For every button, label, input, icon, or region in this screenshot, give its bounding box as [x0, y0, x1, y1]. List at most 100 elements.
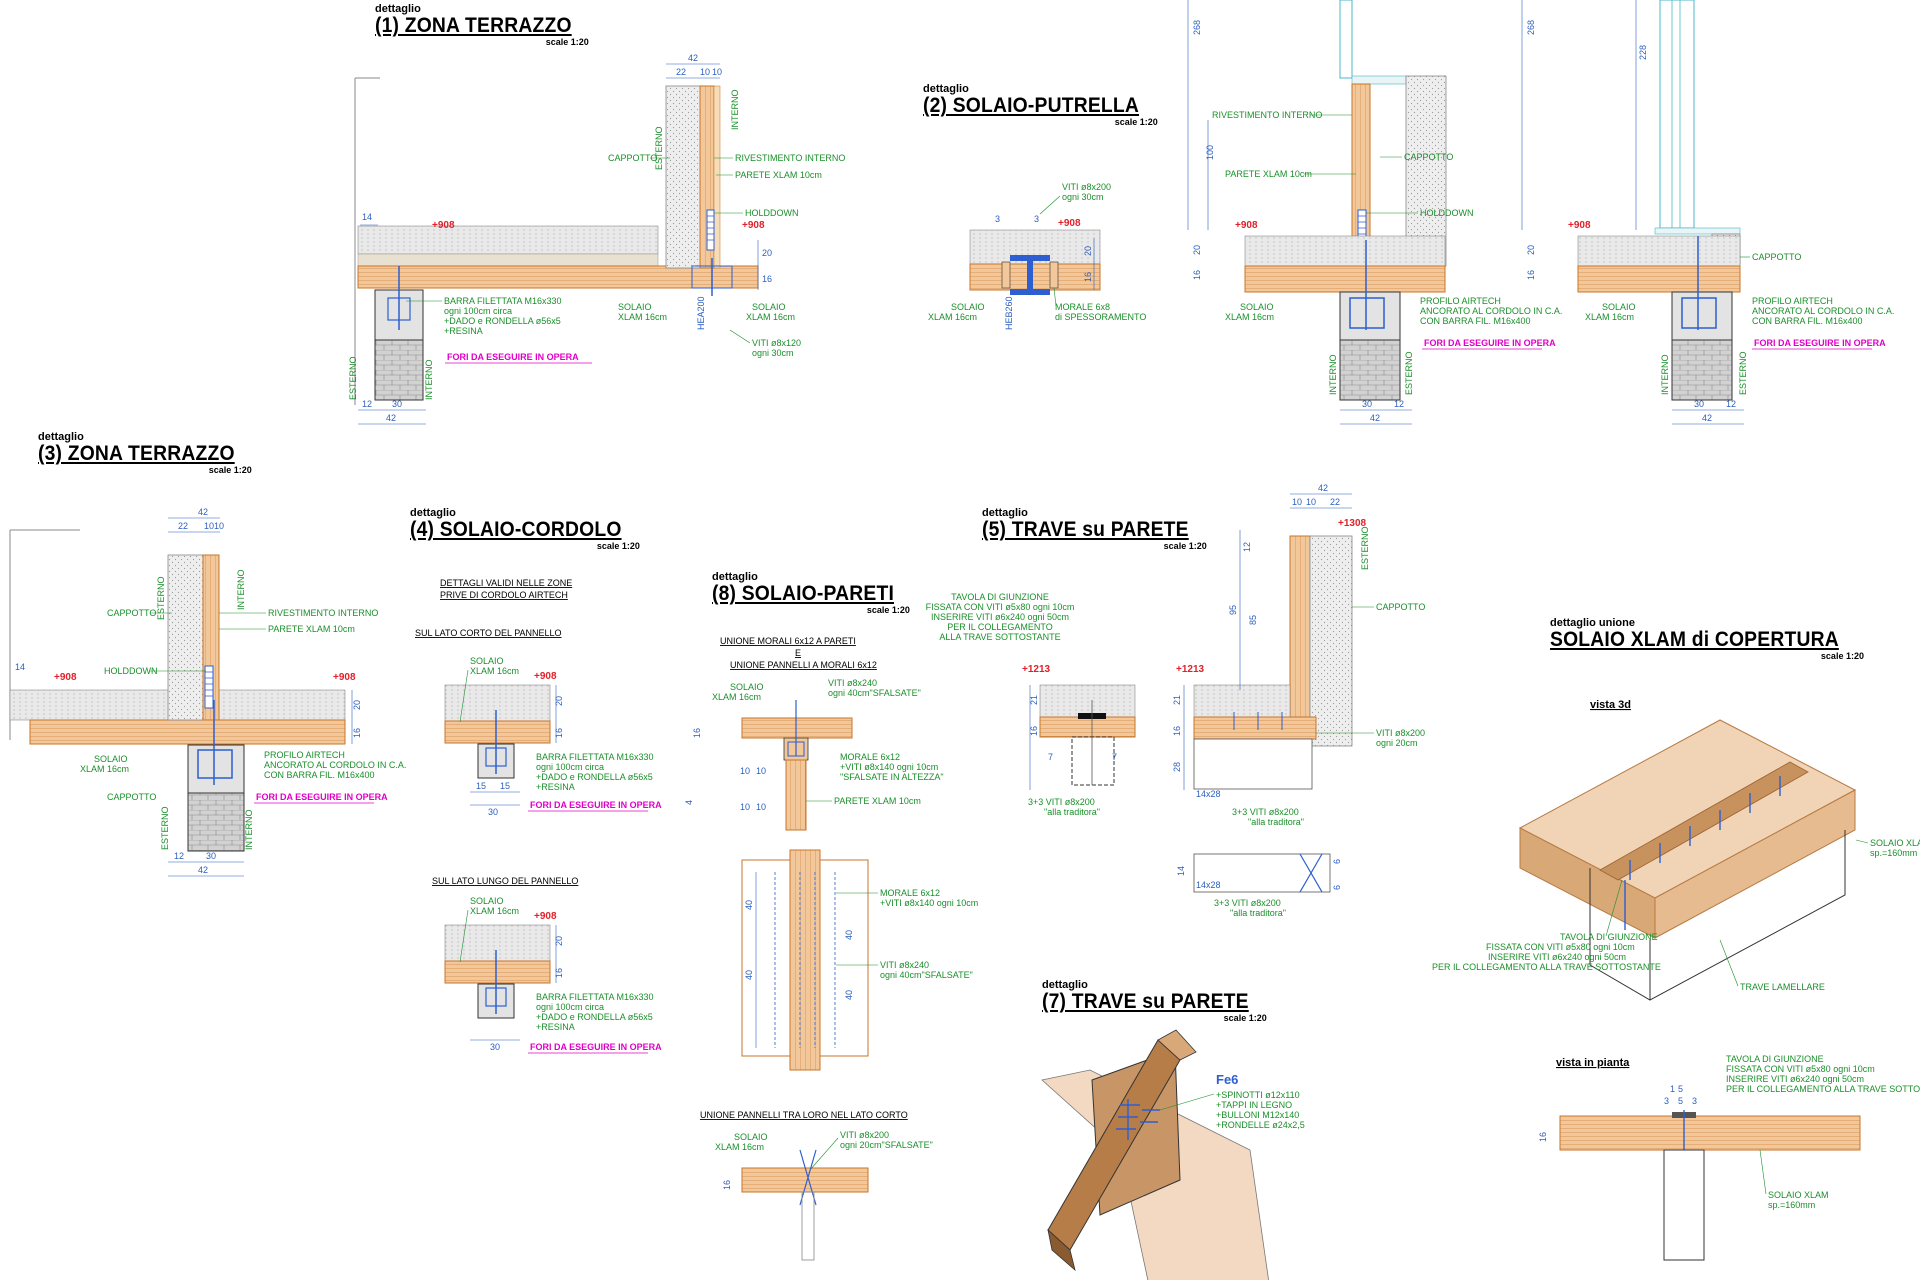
d5-tav5: ALLA TRAVE SOTTOSTANTE	[939, 632, 1060, 642]
d8-viti200s: VITI ø8x200	[840, 1130, 889, 1140]
title-detail-3: dettaglio (3) ZONA TERRAZZO scale 1:20	[38, 432, 252, 475]
du-p-tav1: TAVOLA DI GIUNZIONE	[1726, 1054, 1824, 1064]
title-detail-5: dettaglio (5) TRAVE su PARETE scale 1:20	[982, 508, 1207, 551]
d8-unioneE: E	[795, 648, 801, 658]
d1-dim-22: 22	[676, 67, 686, 77]
d8-dim-444: 4	[684, 800, 694, 805]
title-detail-8: dettaglio (8) SOLAIO-PARETI scale 1:20	[712, 572, 910, 615]
d4-dim-30a: 30	[488, 807, 498, 817]
du-dim-16: 16	[1538, 1132, 1548, 1142]
d8-xlam-c: XLAM 16cm	[715, 1142, 764, 1152]
d3-cappotto-b: CAPPOTTO	[107, 792, 156, 802]
d3-dim-30: 30	[206, 851, 216, 861]
d2-dim-3a: 3	[995, 214, 1000, 224]
d5-tradi1b: 3+3 VITI ø8x200	[1232, 807, 1299, 817]
d8-viti140: +VITI ø8x140 ogni 10cm	[840, 762, 938, 772]
d3-dim-22: 22	[178, 521, 188, 531]
d3-holddown: HOLDDOWN	[104, 666, 158, 676]
d1-barra2: ogni 100cm circa	[444, 306, 512, 316]
d3-dim-42b: 42	[198, 865, 208, 875]
d3-level-908b: +908	[333, 672, 356, 683]
d5-level-1213b: +1213	[1176, 664, 1205, 675]
du-trave: TRAVE LAMELLARE	[1740, 982, 1825, 992]
d4-level-908b: +908	[534, 911, 557, 922]
detail-8-scale: scale 1:20	[866, 605, 910, 615]
detail-8-drawing: UNIONE MORALI 6x12 A PARETI E UNIONE PAN…	[684, 636, 978, 1261]
d2-xlam: XLAM 16cm	[928, 312, 977, 322]
d8-viti200sb: ogni 20cm"SFALSATE"	[840, 1140, 933, 1150]
d8-parete: PARETE XLAM 10cm	[834, 796, 921, 806]
d5-dim-16b: 16	[1172, 726, 1182, 736]
d4-validi2: PRIVE DI CORDOLO AIRTECH	[440, 590, 568, 600]
du-tav2: FISSATA CON VITI ø5x80 ogni 10cm	[1486, 942, 1635, 952]
detail-unione-drawing: vista 3d TAVOLA DI GIUNZIONE FISSATA CON…	[1432, 699, 1920, 1261]
detail-5-drawing: TAVOLA DI GIUNZIONE FISSATA CON VITI ø5x…	[926, 483, 1426, 918]
d4-corto: SUL LATO CORTO DEL PANNELLO	[415, 628, 562, 638]
d2-level-908: +908	[1058, 218, 1081, 229]
detail-unione-pre: dettaglio unione	[1550, 617, 1635, 629]
detail-2-pre: dettaglio	[923, 83, 969, 95]
d5-viti20b: ogni 20cm	[1376, 738, 1418, 748]
d1-dim-10b: 10	[712, 67, 722, 77]
d4-dim-15a: 15	[476, 781, 486, 791]
d1-interno: INTERNO	[730, 90, 740, 131]
d8-unione1: UNIONE MORALI 6x12 A PARETI	[720, 636, 856, 646]
d1-barra3: +DADO e RONDELLA ø56x5	[444, 316, 561, 326]
d8-sfalsate: "SFALSATE IN ALTEZZA"	[840, 772, 944, 782]
d4-barra2b: ogni 100cm circa	[536, 1002, 604, 1012]
d8-dim-10a: 10	[740, 766, 750, 776]
d3-dim-10b: 10	[214, 521, 224, 531]
sb-xlam: XLAM 16cm	[1585, 312, 1634, 322]
sa-esterno: ESTERNO	[1404, 351, 1414, 395]
d5-dim-16: 16	[1029, 726, 1039, 736]
title-detail-2: dettaglio (2) SOLAIO-PUTRELLA scale 1:20	[923, 84, 1158, 127]
d5-tradi1a: 3+3 VITI ø8x200	[1028, 797, 1095, 807]
d2-solaio: SOLAIO	[951, 302, 985, 312]
detail-1-drawing: 42 22 10 10 14 20 16 12 30 42 +908 +908 …	[348, 53, 845, 425]
sa-dim-100: 100	[1205, 145, 1215, 160]
du-tav1: TAVOLA DI GIUNZIONE	[1560, 932, 1658, 942]
d1-xlam-a: XLAM 16cm	[618, 312, 667, 322]
d5-dim-21: 21	[1029, 695, 1039, 705]
detail-4-drawing: DETTAGLI VALIDI NELLE ZONE PRIVE DI CORD…	[415, 578, 662, 1054]
detail-7-drawing: Fe6 +SPINOTTI ø12x110 +TAPPI IN LEGNO +B…	[1041, 1029, 1305, 1280]
d3-solaio: SOLAIO	[94, 754, 128, 764]
d3-dim-12: 12	[174, 851, 184, 861]
title-detail-unione: dettaglio unione SOLAIO XLAM di COPERTUR…	[1550, 618, 1864, 661]
d5-dim-28: 28	[1172, 762, 1182, 772]
detail-7-title: (7) TRAVE su PARETE	[1042, 990, 1249, 1013]
d5-tradi2b: "alla traditora"	[1248, 817, 1304, 827]
section-b-drawing: 268 20 16 228 +908 CAPPOTTO SOLAIO XLAM …	[1521, 0, 1894, 425]
d4-foria: FORI DA ESEGUIRE IN OPERA	[530, 800, 662, 810]
d3-dim-20: 20	[352, 700, 362, 710]
d5-level-1308: +1308	[1338, 518, 1367, 529]
sb-solaio: SOLAIO	[1602, 302, 1636, 312]
d5-tradi2a: "alla traditora"	[1044, 807, 1100, 817]
d8-viti240-c: VITI ø8x240	[880, 960, 929, 970]
d8-dim-40a: 40	[744, 900, 754, 910]
d8-dim-40b: 40	[744, 970, 754, 980]
detail-1-title: (1) ZONA TERRAZZO	[375, 14, 572, 37]
d3-airtech3: CON BARRA FIL. M16x400	[264, 770, 375, 780]
d1-barra4: +RESINA	[444, 326, 483, 336]
sa-dim-42: 42	[1370, 413, 1380, 423]
sb-dim-268: 268	[1526, 20, 1536, 35]
d3-interno: INTERNO	[236, 570, 246, 611]
d1-viti1: VITI ø8x120	[752, 338, 801, 348]
d4-xlam-a: XLAM 16cm	[470, 666, 519, 676]
sa-rivestimento: RIVESTIMENTO INTERNO	[1212, 110, 1322, 120]
d5-dim-22: 22	[1330, 497, 1340, 507]
d3-dim-14: 14	[15, 662, 25, 672]
d8-morale: MORALE 6x12	[840, 752, 900, 762]
d5-level-1213a: +1213	[1022, 664, 1051, 675]
d1-viti1b: ogni 30cm	[752, 348, 794, 358]
d8-viti140-b: +VITI ø8x140 ogni 10cm	[880, 898, 978, 908]
d2-viti: VITI ø8x200	[1062, 182, 1111, 192]
sa-solaio: SOLAIO	[1240, 302, 1274, 312]
sb-dim-30: 30	[1694, 399, 1704, 409]
d1-dim-10a: 10	[700, 67, 710, 77]
sb-dim-20: 20	[1526, 245, 1536, 255]
detail-5-title: (5) TRAVE su PARETE	[982, 518, 1189, 541]
d4-xlam-b: XLAM 16cm	[470, 906, 519, 916]
